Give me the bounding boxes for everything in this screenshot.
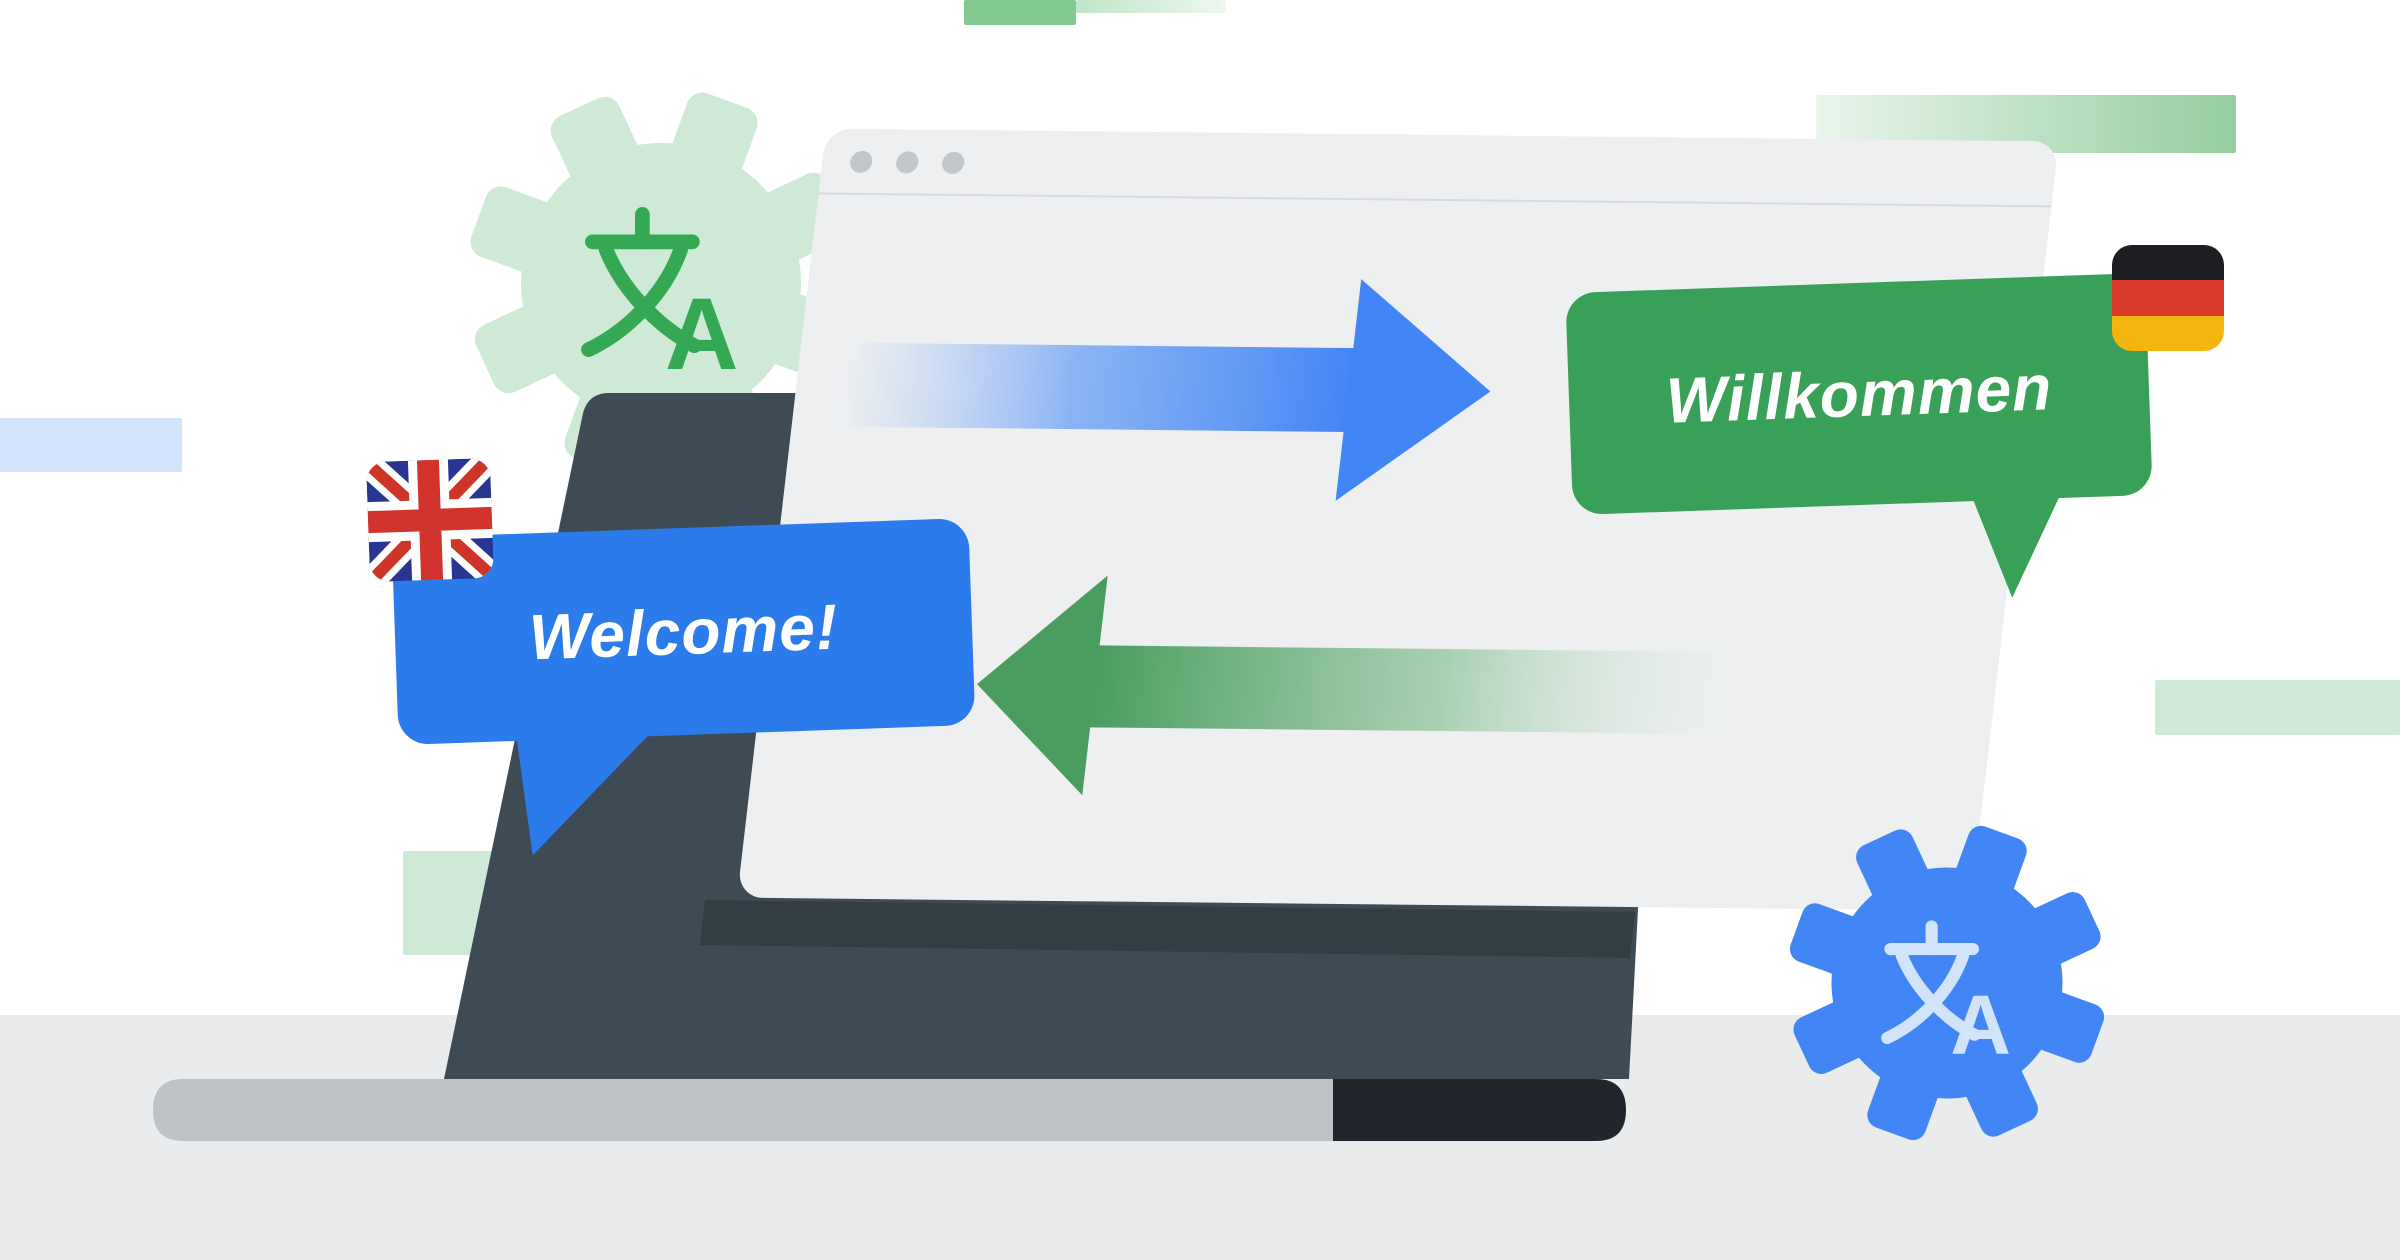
uk-flag-graphic	[365, 457, 495, 583]
laptop-base-dark	[1333, 1079, 1626, 1141]
speech-bubble-english: Welcome!	[391, 517, 976, 856]
german-flag-icon	[2112, 245, 2224, 351]
green-arrow-left-icon	[976, 575, 1729, 796]
speech-bubble-german: Willkommen	[1565, 272, 2153, 598]
translate-gear-icon-blue	[1789, 825, 2105, 1141]
flag-stripe-black	[2112, 245, 2224, 281]
window-control-dot	[894, 151, 920, 174]
decor-stripe-top-green-fade	[1076, 0, 1226, 13]
flag-stripe-gold	[2112, 315, 2224, 351]
decor-stripe-right-green	[2155, 680, 2400, 735]
blue-arrow-right-icon	[837, 279, 1491, 501]
uk-flag-icon	[365, 457, 495, 583]
bubble-text-english: Welcome!	[527, 590, 840, 673]
laptop-base-light	[153, 1079, 1333, 1141]
speech-bubble-tail	[516, 727, 657, 856]
decor-stripe-left-blue	[0, 418, 182, 472]
window-control-dot	[940, 151, 966, 174]
decor-stripe-top-green	[964, 0, 1076, 25]
browser-titlebar	[818, 128, 2059, 208]
browser-window	[737, 128, 2059, 911]
flag-stripe-red	[2112, 280, 2224, 316]
bubble-text-german: Willkommen	[1664, 351, 2054, 437]
speech-bubble-tail	[1970, 489, 2063, 598]
window-control-dot	[848, 150, 874, 174]
browser-shadow-on-laptop	[700, 900, 1635, 958]
